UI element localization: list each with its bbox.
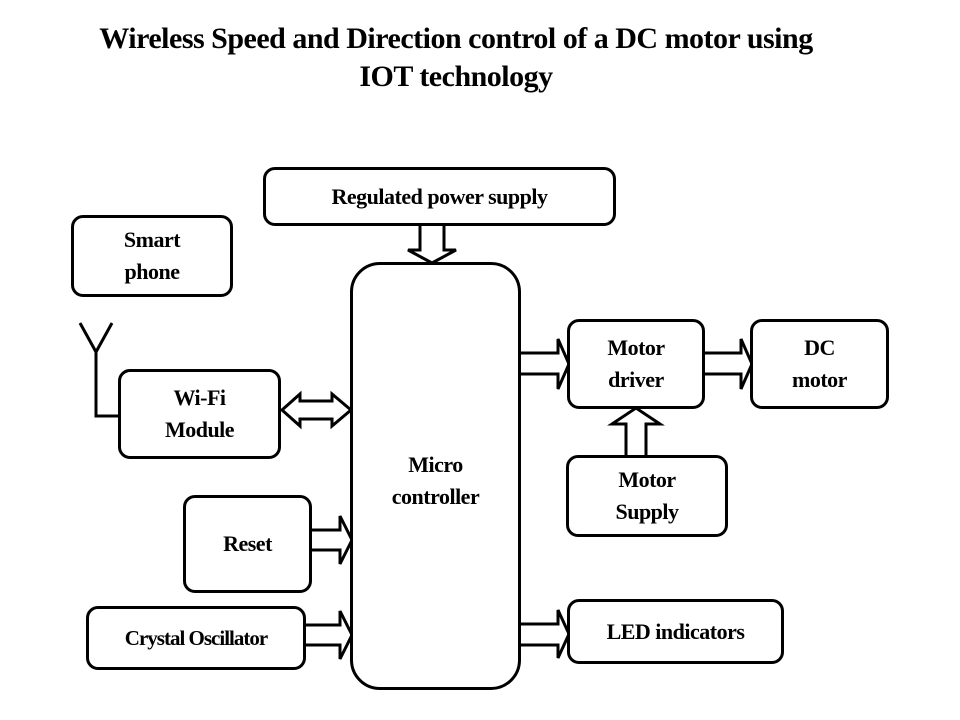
regulated-power-supply-label: Regulated power supply <box>331 183 548 209</box>
arrow-crystal-to-mcu <box>304 610 354 660</box>
arrow-power-to-mcu <box>407 224 457 265</box>
dc-motor-block: DC motor <box>750 319 889 409</box>
smart-phone-block: Smart phone <box>71 215 233 297</box>
motor-supply-block: Motor Supply <box>566 455 728 537</box>
motor-driver-block: Motor driver <box>567 319 705 409</box>
regulated-power-supply-block: Regulated power supply <box>263 167 616 226</box>
arrow-mcu-to-led <box>520 609 571 659</box>
diagram-title-line-1: Wireless Speed and Direction control of … <box>99 22 813 55</box>
arrow-mcu-to-motor-driver <box>520 338 571 390</box>
arrow-motor-supply-to-driver <box>607 406 665 456</box>
motor-driver-label: Motor driver <box>607 335 665 392</box>
wifi-module-label: Wi-Fi Module <box>164 385 235 442</box>
crystal-oscillator-label: Crystal Oscillator <box>124 626 268 650</box>
led-indicators-block: LED indicators <box>567 599 784 664</box>
dc-motor-label: DC motor <box>792 335 847 392</box>
motor-supply-label: Motor Supply <box>615 467 679 524</box>
arrow-wifi-mcu-bidirectional <box>279 390 354 430</box>
led-indicators-label: LED indicators <box>606 618 745 644</box>
arrow-reset-to-mcu <box>311 515 354 565</box>
diagram-title-line-2: IOT technology <box>359 60 553 93</box>
arrow-motor-driver-to-dc-motor <box>704 338 754 390</box>
microcontroller-label: Micro controller <box>391 452 480 509</box>
wifi-module-block: Wi-Fi Module <box>118 369 281 459</box>
crystal-oscillator-block: Crystal Oscillator <box>86 606 306 670</box>
reset-block: Reset <box>183 495 312 593</box>
smart-phone-label: Smart phone <box>123 227 181 284</box>
antenna-icon <box>78 322 120 418</box>
microcontroller-block: Micro controller <box>350 262 521 690</box>
reset-label: Reset <box>223 531 272 556</box>
